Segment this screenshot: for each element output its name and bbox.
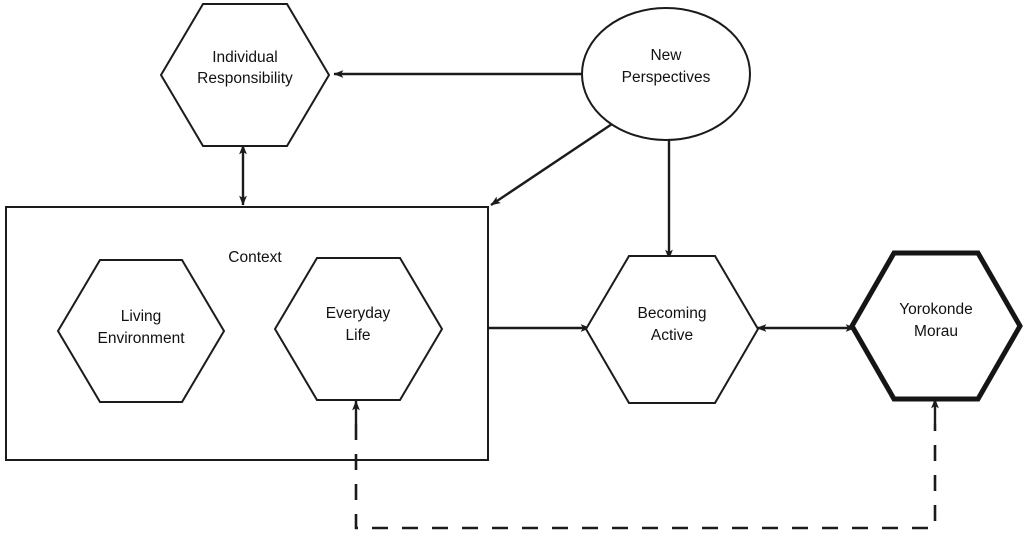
node-individual-responsibility[interactable]: Individual Responsibility — [159, 3, 331, 147]
becoming-active-label-line2: Active — [651, 327, 693, 344]
node-new-perspectives[interactable]: New Perspectives — [581, 7, 751, 141]
becoming-active-hexagon[interactable] — [584, 255, 760, 404]
living-environment-hexagon[interactable] — [56, 259, 226, 403]
node-becoming-active[interactable]: Becoming Active — [584, 255, 760, 404]
living-environment-label-line2: Environment — [97, 330, 185, 347]
new-perspectives-label-line2: Perspectives — [622, 69, 711, 86]
node-living-environment[interactable]: Living Environment — [56, 259, 226, 403]
becoming-active-label-line1: Becoming — [638, 305, 707, 322]
node-yorokonde-morau[interactable]: Yorokonde Morau — [849, 250, 1023, 402]
edge-new-perspectives-to-context[interactable] — [490, 123, 613, 206]
individual-responsibility-hexagon[interactable] — [159, 3, 331, 147]
node-everyday-life[interactable]: Everyday Life — [273, 257, 444, 401]
individual-responsibility-label-line1: Individual — [212, 49, 278, 66]
yorokonde-morau-hexagon[interactable] — [849, 250, 1023, 402]
yorokonde-morau-label-line2: Morau — [914, 323, 958, 340]
everyday-life-label-line2: Life — [346, 327, 371, 344]
dashed-path — [354, 424, 937, 530]
new-perspectives-ellipse[interactable] — [581, 7, 751, 141]
new-perspectives-label-line1: New — [650, 47, 682, 64]
edge-yorokonde-morau-to-everyday-life[interactable] — [352, 398, 939, 530]
context-label: Context — [228, 249, 282, 266]
living-environment-label-line1: Living — [121, 308, 162, 325]
everyday-life-label-line1: Everyday — [326, 305, 391, 322]
individual-responsibility-label-line2: Responsibility — [197, 70, 293, 87]
everyday-life-hexagon[interactable] — [273, 257, 444, 401]
yorokonde-morau-label-line1: Yorokonde — [899, 301, 973, 318]
